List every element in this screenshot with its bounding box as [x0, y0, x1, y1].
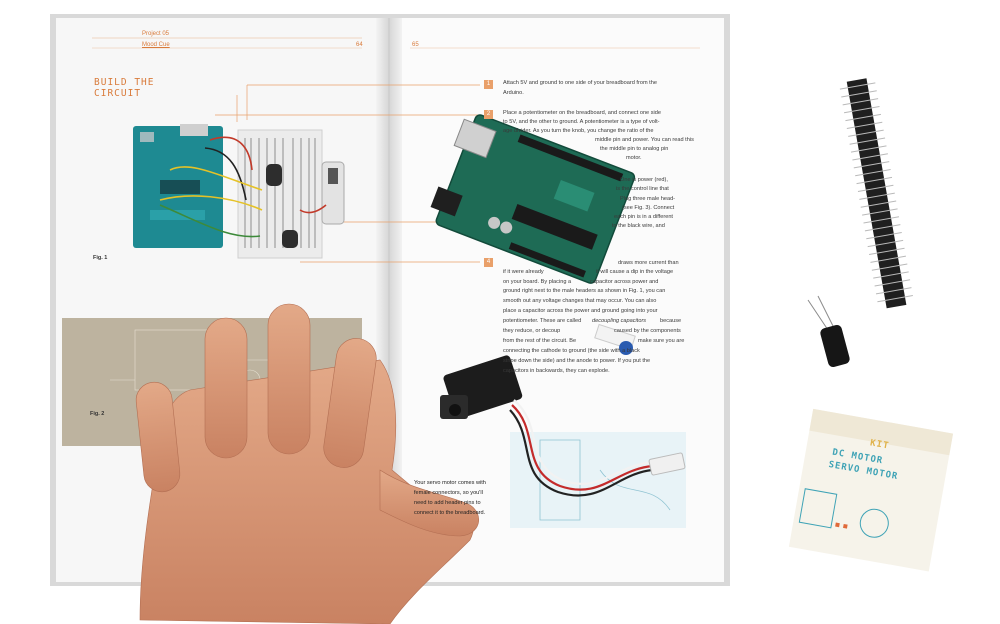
kit-box	[788, 408, 954, 572]
body-line-italic: decoupling capacitors	[592, 318, 647, 324]
figure-label-2: Fig. 2	[90, 411, 105, 417]
servo-note-line: Your servo motor comes with	[414, 480, 486, 486]
project-subtitle: Mood Cue	[142, 42, 170, 48]
body-line: caused by the components	[614, 328, 681, 334]
instruction-line: (see Fig. 3). Connect	[622, 205, 675, 211]
body-line: stripe down the side) and the anode to p…	[503, 358, 651, 364]
instruction-line: the middle pin to analog pin	[600, 146, 669, 152]
instruction-line: Plug three male head-	[620, 196, 676, 202]
servo-note-line: connect it to the breadboard.	[414, 510, 486, 516]
figure-label-1: Fig. 1	[93, 255, 108, 261]
body-line: because	[660, 318, 682, 324]
body-line: if it were already	[503, 269, 544, 275]
step-number: 4	[484, 258, 493, 267]
instruction-line: to 5V, and the other to ground. A potent…	[503, 119, 660, 125]
body-line: draws more current than	[618, 260, 679, 266]
servo-cable	[509, 399, 653, 497]
body-line: smooth out any voltage changes that may …	[503, 298, 657, 304]
body-line: connecting the cathode to ground (the si…	[503, 348, 640, 354]
body-line: they reduce, or decoup	[503, 328, 561, 334]
capacitor	[807, 295, 850, 368]
page-number-left: 64	[356, 42, 363, 48]
section-heading-line1: BUILD THE	[94, 77, 155, 88]
body-line: place a capacitor across the power and g…	[503, 308, 658, 314]
project-label: Project 05	[142, 31, 170, 37]
instruction-line: Attach 5V and ground to one side of your…	[503, 80, 657, 86]
page-number-right: 65	[412, 42, 419, 48]
instruction-line: age divider. As you turn the knob, you c…	[503, 128, 654, 134]
step-number: 1	[484, 80, 493, 89]
instruction-line: to the black wire, and	[612, 223, 665, 229]
arduino-board-photo	[430, 114, 636, 284]
body-line: from the rest of the circuit. Be	[503, 338, 577, 344]
instruction-line: motor.	[626, 155, 642, 161]
instruction-line: is the control line that	[616, 186, 669, 192]
servo-note-line: female connectors, so you'll	[414, 490, 483, 496]
instruction-line: Place a potentiometer on the breadboard,…	[503, 110, 661, 116]
servo-note-line: need to add header pins to	[414, 500, 481, 506]
body-line: capacitors in backwards, they can explod…	[503, 368, 610, 374]
body-line: it will cause a dip in the voltage	[596, 269, 674, 275]
instruction-line: each pin is in a different	[614, 214, 673, 220]
body-line: on your board. By placing a	[503, 279, 572, 285]
instruction-line: Arduino.	[503, 90, 524, 96]
hand	[135, 303, 479, 624]
body-line: potentiometer. These are called	[503, 318, 582, 324]
body-line: ground right next to the male headers as…	[503, 288, 666, 294]
instruction-line: middle pin and power. You can read this	[595, 137, 694, 143]
step-number: 2	[484, 110, 493, 119]
header-pins	[839, 78, 913, 309]
section-heading-line2: CIRCUIT	[94, 88, 142, 99]
body-line: make sure you are	[638, 338, 685, 344]
instruction-line: One is power (red),	[620, 177, 668, 183]
leader-lines	[215, 84, 480, 263]
body-line: capacitor across power and	[590, 279, 659, 285]
servo-motor-photo	[440, 355, 523, 419]
